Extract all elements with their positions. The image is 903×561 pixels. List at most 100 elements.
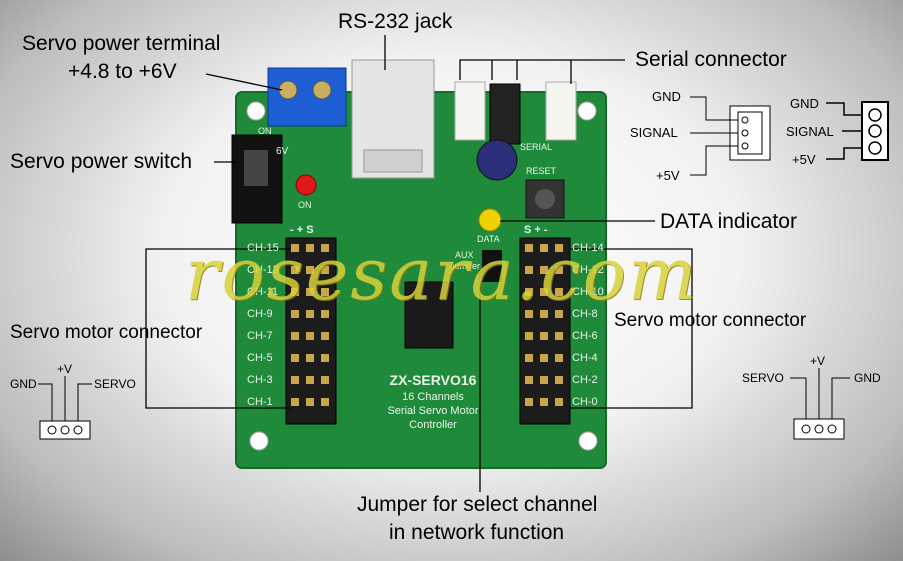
- jumper-label-line2: in network function: [389, 521, 565, 544]
- header-pin: [291, 266, 299, 274]
- power-led: [295, 174, 317, 196]
- header-pin: [306, 332, 314, 340]
- header-pin: [555, 398, 563, 406]
- serial-connector-label: Serial connector: [635, 48, 787, 71]
- header-pin: [306, 266, 314, 274]
- board-led-on: ON: [298, 200, 312, 210]
- board-6v: 6V: [276, 146, 289, 157]
- channel-label-left: CH-3: [247, 374, 273, 386]
- servo-right-gnd: GND: [854, 371, 881, 385]
- header-pin: [291, 354, 299, 362]
- ic-chip: [404, 281, 454, 349]
- channel-label-left: CH-11: [247, 286, 278, 298]
- header-pin: [525, 332, 533, 340]
- header-pin: [291, 376, 299, 384]
- header-pin: [525, 398, 533, 406]
- header-pin: [540, 310, 548, 318]
- serial-right-signal: SIGNAL: [786, 124, 834, 139]
- header-pin: [540, 332, 548, 340]
- data-led: [478, 208, 502, 232]
- board-line3: Controller: [409, 419, 457, 431]
- data-indicator-label: DATA indicator: [660, 210, 797, 233]
- header-pin: [525, 288, 533, 296]
- servo-pinout-left: [38, 376, 92, 440]
- board-line2: Serial Servo Motor: [387, 405, 479, 417]
- header-pin: [525, 266, 533, 274]
- board-jumper: Jumper: [450, 261, 481, 271]
- serial-connector-2: [489, 83, 521, 145]
- mount-hole-bl: [249, 431, 269, 451]
- servo-power-switch-label: Servo power switch: [10, 150, 193, 173]
- channel-label-right: CH-8: [572, 308, 598, 320]
- serial-left-5v: +5V: [656, 168, 680, 183]
- servo-left-servo: SERVO: [94, 377, 136, 391]
- header-pin: [525, 376, 533, 384]
- board-right-header: S + -: [524, 224, 548, 236]
- servo-power-terminal-label: Servo power terminal: [22, 32, 221, 55]
- servo-left-gnd: GND: [10, 377, 37, 391]
- servo-motor-connector-left-label: Servo motor connector: [10, 322, 203, 343]
- header-pin: [555, 354, 563, 362]
- header-pin: [321, 288, 329, 296]
- board-aux: AUX: [455, 250, 474, 260]
- header-pin: [540, 288, 548, 296]
- header-pin: [540, 354, 548, 362]
- header-pin: [321, 244, 329, 252]
- serial-pinout-right: [826, 101, 889, 161]
- header-pin: [525, 354, 533, 362]
- header-pin: [555, 244, 563, 252]
- header-pin: [306, 376, 314, 384]
- servo-right-servo: SERVO: [742, 371, 784, 385]
- header-pin: [291, 398, 299, 406]
- header-pin: [321, 398, 329, 406]
- servo-left-v: +V: [57, 362, 73, 376]
- channel-label-right: CH-10: [572, 286, 604, 298]
- capacitor: [476, 139, 518, 181]
- board-on-label: ON: [258, 126, 272, 136]
- header-pin: [555, 332, 563, 340]
- board-left-header: - + S: [290, 224, 314, 236]
- mount-hole-tr: [577, 101, 597, 121]
- servo-right-v: +V: [810, 354, 826, 368]
- servo-motor-connector-right-label: Servo motor connector: [614, 310, 807, 331]
- power-terminal: [267, 67, 347, 127]
- servo-pinout-right: [790, 368, 850, 440]
- board-line1: 16 Channels: [402, 391, 464, 403]
- serial-right-5v: +5V: [792, 152, 816, 167]
- channel-label-left: CH-15: [247, 242, 279, 254]
- channel-label-right: CH-12: [572, 264, 604, 276]
- header-pin: [291, 288, 299, 296]
- channel-label-left: CH-13: [247, 264, 279, 276]
- watermark: rosesara.com: [185, 232, 699, 316]
- channel-label-right: CH-4: [572, 352, 598, 364]
- header-pin: [306, 244, 314, 252]
- serial-connector-1: [454, 81, 486, 141]
- channel-label-right: CH-0: [572, 396, 598, 408]
- serial-pinout-left: [690, 96, 771, 176]
- header-pin: [306, 398, 314, 406]
- header-pin: [321, 354, 329, 362]
- header-pin: [291, 244, 299, 252]
- rs232-label: RS-232 jack: [338, 10, 453, 33]
- channel-label-right: CH-14: [572, 242, 604, 254]
- serial-left-gnd: GND: [652, 89, 681, 104]
- channel-label-left: CH-9: [247, 308, 273, 320]
- mount-hole-tl: [246, 101, 266, 121]
- board-data-led: DATA: [477, 234, 500, 244]
- header-pin: [525, 310, 533, 318]
- header-pin: [540, 398, 548, 406]
- header-pin: [291, 310, 299, 318]
- mount-hole-br: [578, 431, 598, 451]
- serial-left-signal: SIGNAL: [630, 125, 678, 140]
- serial-connector-3: [545, 81, 577, 141]
- jumper-label-line1: Jumper for select channel: [357, 493, 598, 516]
- header-pin: [540, 244, 548, 252]
- header-pin: [291, 332, 299, 340]
- header-pin: [555, 288, 563, 296]
- header-pin: [540, 376, 548, 384]
- channel-label-left: CH-5: [247, 352, 273, 364]
- header-pin: [555, 310, 563, 318]
- header-pin: [555, 376, 563, 384]
- channel-label-right: CH-6: [572, 330, 598, 342]
